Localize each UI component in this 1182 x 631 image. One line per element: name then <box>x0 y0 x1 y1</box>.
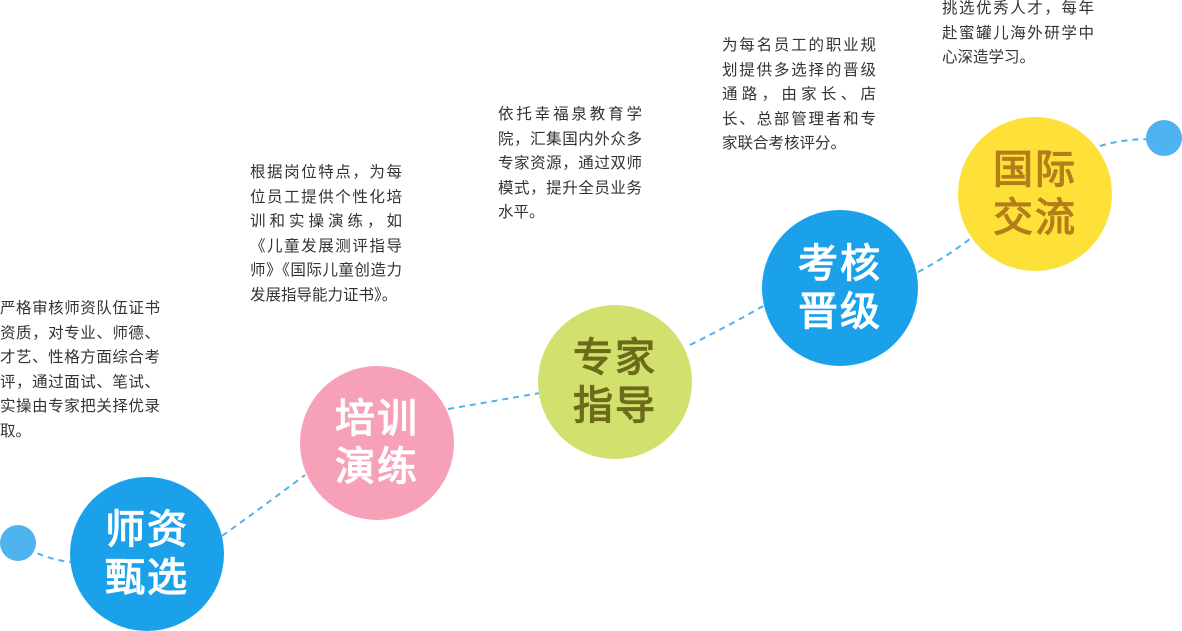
step-description-teacher-selection: 严格审核师资队伍证书资质，对专业、师德、才艺、性格方面综合考评，通过面试、笔试、… <box>0 299 160 440</box>
step-description-training-practice: 根据岗位特点，为每位员工提供个性化培训和实操演练，如《儿童发展测评指导师》《国际… <box>250 163 402 304</box>
step-description-international-exchange: 挑选优秀人才，每年赴蜜罐儿海外研学中心深造学习。 <box>942 0 1094 66</box>
step-description-expert-guidance: 依托幸福泉教育学院，汇集国内外众多专家资源，通过双师模式，提升全员业务水平。 <box>498 105 642 221</box>
step-circle-teacher-selection: 师资甄选 <box>70 477 224 631</box>
step-circle-international-exchange: 国际交流 <box>958 117 1112 271</box>
start-dot <box>0 525 36 561</box>
dashed-path <box>17 138 1163 563</box>
step-title: 考核晋级 <box>798 241 882 335</box>
step-circle-expert-guidance: 专家指导 <box>538 305 692 459</box>
step-title: 培训演练 <box>335 396 419 490</box>
step-title: 专家指导 <box>573 335 657 429</box>
end-dot <box>1146 120 1182 156</box>
step-circle-assessment-promotion: 考核晋级 <box>762 210 918 366</box>
step-circle-training-practice: 培训演练 <box>300 366 454 520</box>
step-description-assessment-promotion: 为每名员工的职业规划提供多选择的晋级通路，由家长、店长、总部管理者和专家联合考核… <box>722 36 876 152</box>
step-title: 国际交流 <box>993 147 1077 241</box>
step-title: 师资甄选 <box>105 507 189 601</box>
